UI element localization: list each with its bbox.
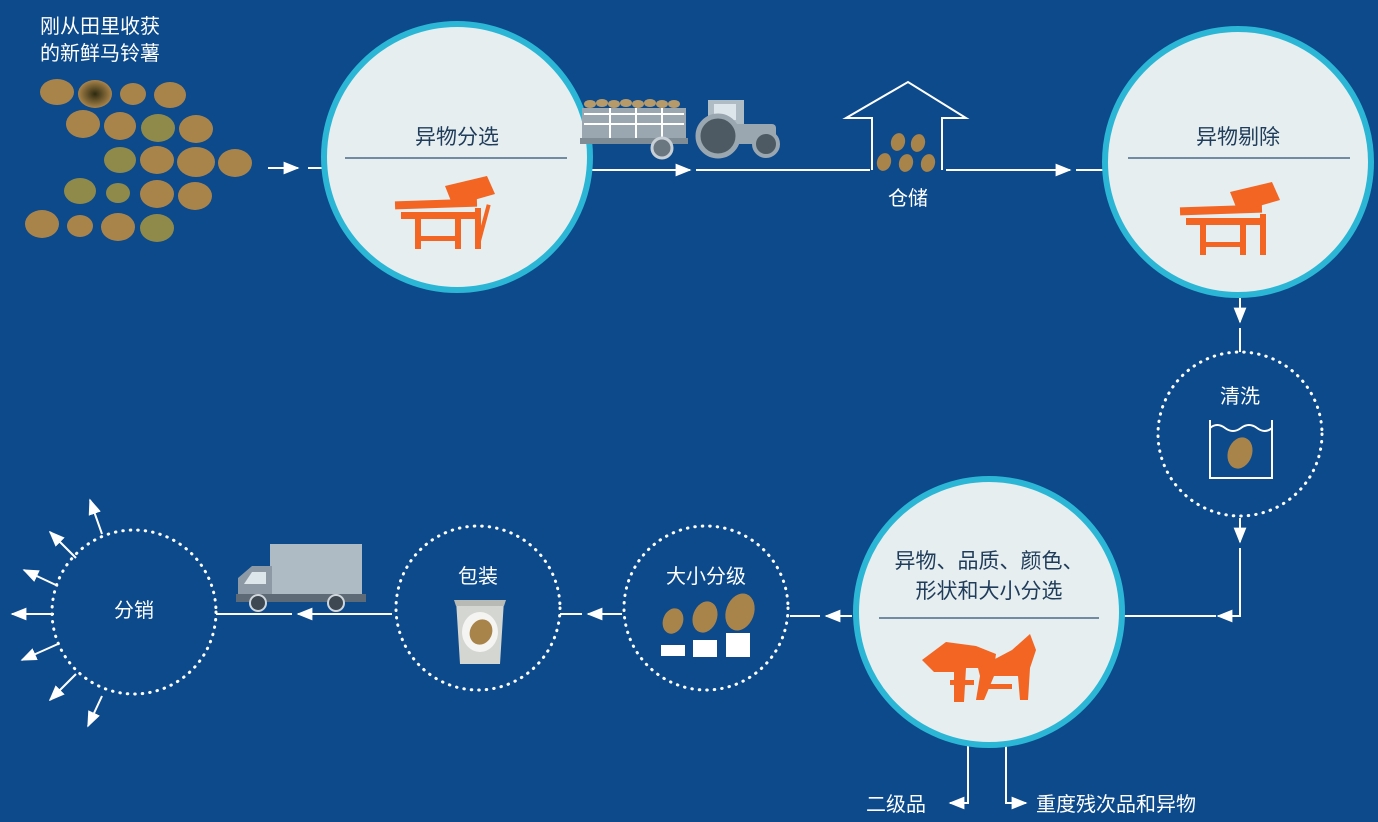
- tractor-with-trailer-icon: [580, 99, 780, 160]
- step-grading-label: 大小分级: [666, 564, 746, 588]
- multi-sorting-station: [853, 476, 1125, 748]
- distribution-arrows: [10, 498, 103, 728]
- step-storage-label: 仓储: [888, 186, 928, 210]
- flow-connectors: [216, 161, 1247, 810]
- size-grading-icon: [661, 593, 755, 657]
- output-rejects-label: 重度残次品和异物: [1036, 792, 1196, 816]
- distribution-station: [50, 528, 218, 696]
- sorting-machine-icon: [1179, 182, 1280, 255]
- delivery-truck-icon: [236, 544, 366, 612]
- size-grading-station: [622, 524, 790, 692]
- sorting-machine-icon: [394, 176, 495, 249]
- removal-station: [1102, 26, 1374, 298]
- step-wash-label: 清洗: [1220, 384, 1260, 408]
- step-distribution-label: 分销: [114, 598, 154, 622]
- intro-label-line1: 刚从田里收获: [40, 14, 160, 38]
- sorting-station-1: [321, 21, 593, 293]
- potato-bag-icon: [454, 600, 506, 664]
- washing-station: [1156, 350, 1324, 518]
- step-multisort-label-line1: 异物、品质、颜色、: [894, 549, 1084, 573]
- intro-label-line2: 的新鲜马铃薯: [40, 41, 160, 65]
- output-second-grade-label: 二级品: [866, 792, 926, 816]
- step-sort1-label: 异物分选: [415, 125, 499, 149]
- step-multisort-label-line2: 形状和大小分选: [915, 579, 1063, 603]
- dual-sorting-machine-icon: [922, 634, 1036, 702]
- water-tank-potato-icon: [1209, 420, 1273, 479]
- packing-station: [394, 524, 562, 692]
- raw-potatoes-icon: [25, 79, 252, 242]
- step-remove-label: 异物剔除: [1196, 125, 1280, 149]
- warehouse-icon: [842, 80, 970, 172]
- step-packing-label: 包装: [458, 564, 498, 588]
